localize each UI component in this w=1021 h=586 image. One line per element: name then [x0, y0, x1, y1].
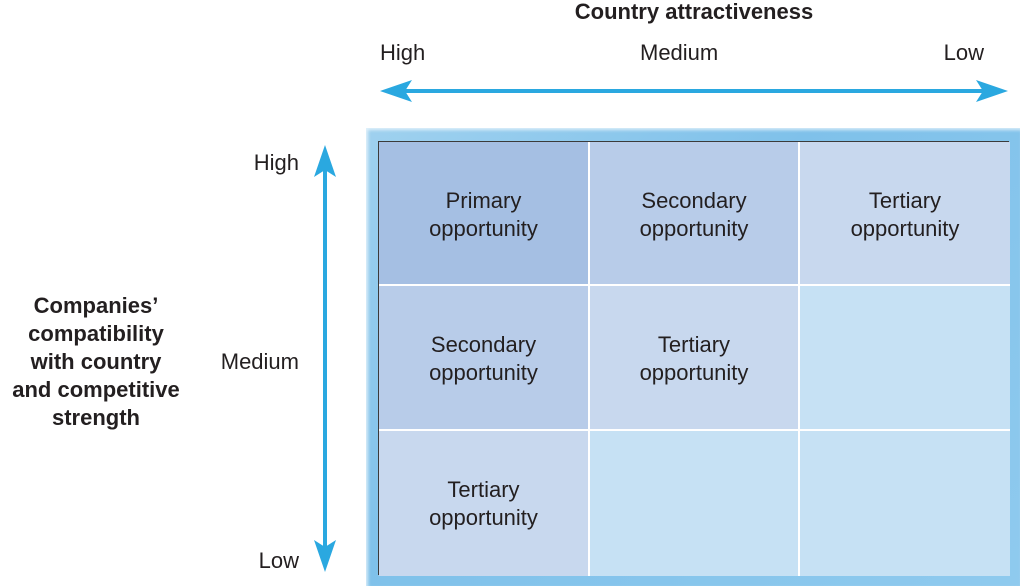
x-tick-high: High: [380, 40, 426, 65]
cell-high-medium: Secondary opportunity: [590, 142, 800, 286]
x-tick-low: Low: [943, 40, 984, 65]
cell-label: Tertiary opportunity: [850, 188, 960, 241]
cell-high-high: Primary opportunity: [379, 142, 590, 286]
x-axis-title: Country attractiveness: [574, 0, 814, 24]
cell-label: Tertiary opportunity: [639, 332, 749, 385]
cell-label: Secondary opportunity: [639, 188, 749, 241]
cell-high-low: Tertiary opportunity: [800, 142, 1010, 286]
opportunity-matrix: Primary opportunity Secondary opportunit…: [378, 141, 1010, 576]
y-tick-low: Low: [258, 548, 299, 573]
y-axis-title: Companies’ compatibility with country an…: [12, 293, 180, 430]
cell-medium-medium: Tertiary opportunity: [590, 286, 800, 431]
vertical-double-arrow-icon: [314, 145, 336, 572]
cell-low-high: Tertiary opportunity: [379, 431, 590, 576]
y-tick-medium: Medium: [220, 349, 299, 374]
cell-low-low: [800, 431, 1010, 576]
cell-label: Primary opportunity: [429, 188, 538, 241]
horizontal-double-arrow-icon: [380, 80, 1008, 102]
x-tick-medium: Medium: [640, 40, 719, 65]
cell-label: Secondary opportunity: [429, 332, 538, 385]
cell-low-medium: [590, 431, 800, 576]
cell-label: Tertiary opportunity: [429, 477, 538, 530]
cell-medium-low: [800, 286, 1010, 431]
y-tick-high: High: [253, 150, 299, 175]
cell-medium-high: Secondary opportunity: [379, 286, 590, 431]
